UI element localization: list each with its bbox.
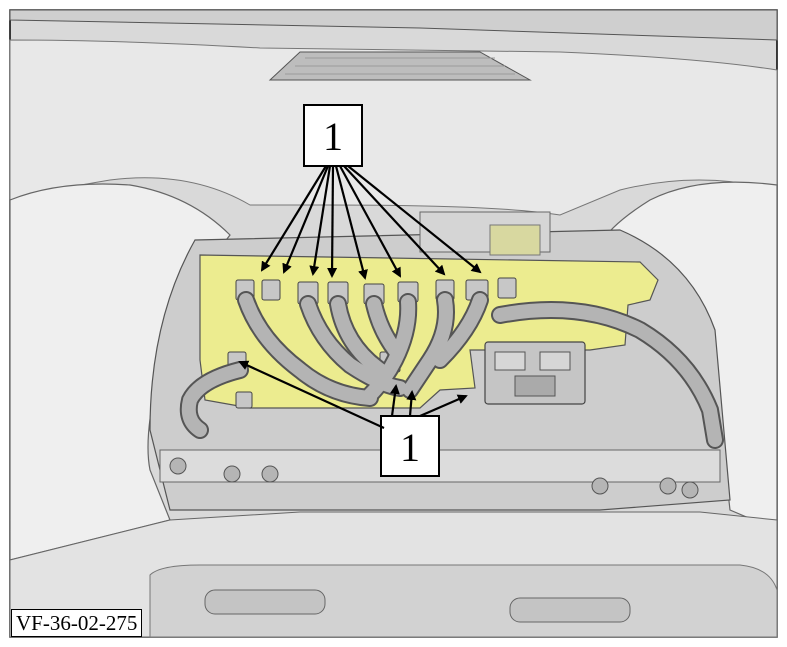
- vent-knob-left: [204, 589, 326, 615]
- callout-upper: 1: [303, 104, 363, 167]
- vent-knob-right: [509, 597, 631, 623]
- wiring-harnesses: [179, 291, 724, 449]
- dashboard-top: [9, 39, 778, 216]
- callout-lower: 1: [380, 415, 440, 477]
- callout-lower-label: 1: [400, 425, 420, 470]
- callout-leader-lines: [238, 165, 482, 429]
- callout-upper-label: 1: [323, 114, 343, 159]
- left-cowl: [9, 183, 231, 561]
- windshield-trim: [9, 9, 778, 41]
- reference-code-label: VF-36-02-275: [11, 609, 143, 637]
